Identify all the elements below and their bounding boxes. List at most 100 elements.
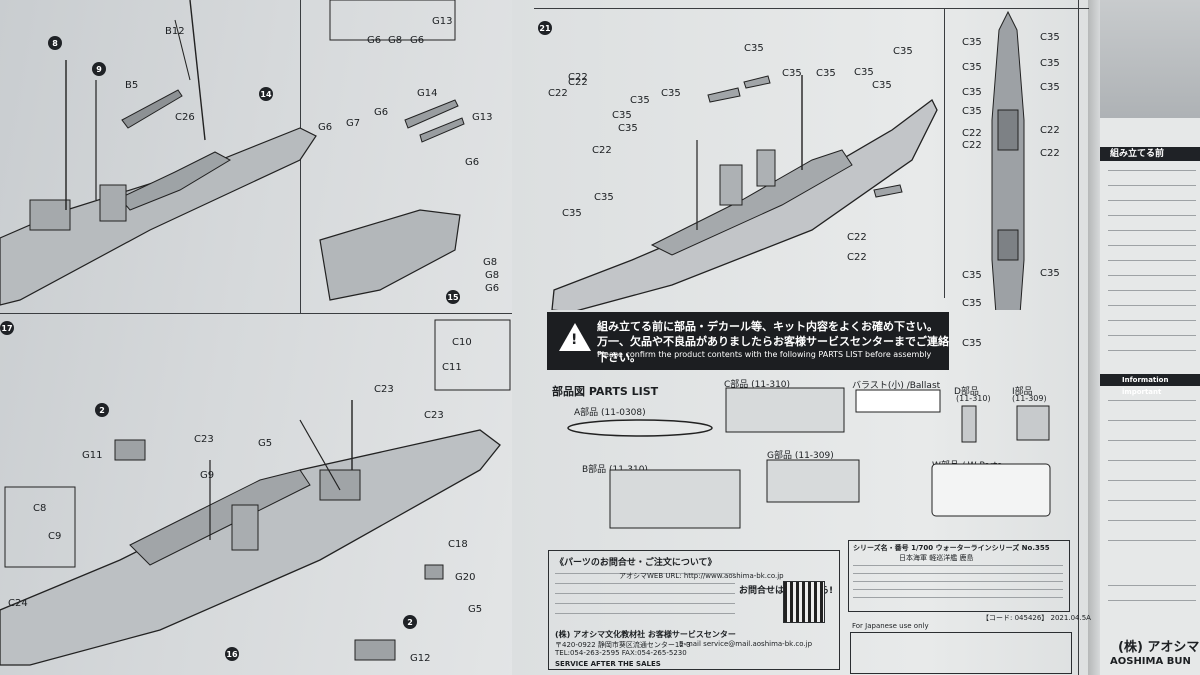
part-label: C23 bbox=[424, 410, 444, 421]
service-email: E-mail service@mail.aoshima-bk.co.jp bbox=[679, 640, 813, 648]
part-label: C35 bbox=[854, 67, 874, 78]
part-label: G20 bbox=[455, 572, 476, 583]
top-view-label: C35 bbox=[962, 298, 982, 309]
series-header: シリーズ名・番号 1/700 ウォーターラインシリーズ No.355 bbox=[853, 544, 1050, 552]
panel-divider bbox=[534, 8, 1089, 9]
part-label: C18 bbox=[448, 539, 468, 550]
top-view-label: C35 bbox=[1040, 268, 1060, 279]
part-label: C35 bbox=[562, 208, 582, 219]
part-label: C35 bbox=[744, 43, 764, 54]
part-label: C35 bbox=[782, 68, 802, 79]
qr-code[interactable] bbox=[783, 581, 825, 623]
exclamation-icon: ! bbox=[571, 332, 578, 348]
part-label: C23 bbox=[194, 434, 214, 445]
service-address: 〒420-0922 静岡市葵区流通センター12-3 bbox=[555, 641, 691, 649]
right-instruction-page: 21 C22 C22 C35 C35 C35 C35 C35 C35 C35 C… bbox=[512, 0, 1200, 675]
part-label: G6 bbox=[374, 107, 389, 118]
step-number-marker: 2 bbox=[403, 615, 417, 629]
part-label: C35 bbox=[594, 192, 614, 203]
step-number-marker: 9 bbox=[92, 62, 106, 76]
step-number-marker: 14 bbox=[259, 87, 273, 101]
part-label: C22 bbox=[847, 252, 867, 263]
top-view-label: C35 bbox=[962, 270, 982, 281]
warning-text: 万一、欠品や不良品がありましたらお客様サービスセンターまでご連絡下さい。 bbox=[597, 335, 949, 364]
step-number-marker: 21 bbox=[538, 21, 552, 35]
top-view-label: C35 bbox=[1040, 82, 1060, 93]
top-view-label: C35 bbox=[962, 106, 982, 117]
part-label: G5 bbox=[258, 438, 273, 449]
panel-divider bbox=[944, 8, 945, 298]
part-label: B12 bbox=[165, 26, 185, 37]
step-number-marker: 17 bbox=[0, 321, 14, 335]
panel-divider bbox=[1078, 0, 1079, 675]
ship-assembly-drawings bbox=[0, 0, 511, 666]
parts-sprue-label: G部品 (11-309) bbox=[767, 451, 834, 461]
top-view-label: C35 bbox=[962, 87, 982, 98]
part-label: G8 bbox=[485, 270, 500, 281]
japan-only-label: For Japanese use only bbox=[852, 622, 929, 630]
part-label: G6 bbox=[318, 122, 333, 133]
warning-text: 組み立てる前に部品・デカール等、キット内容をよくお確め下さい。 bbox=[597, 320, 938, 333]
warning-text-en: Please confirm the product contents with… bbox=[597, 350, 932, 359]
part-label: C11 bbox=[442, 362, 462, 373]
top-view-label: C35 bbox=[1040, 58, 1060, 69]
left-instruction-page: 14 15 16 17 8 9 2 2 B12 B5 C26 G13 G6 G8… bbox=[0, 0, 520, 675]
part-label: G9 bbox=[200, 470, 215, 481]
top-view-label: C35 bbox=[1040, 32, 1060, 43]
order-form-box[interactable] bbox=[850, 632, 1072, 674]
before-assembly-heading: 組み立てる前 bbox=[1100, 147, 1200, 161]
top-view-label: C35 bbox=[962, 62, 982, 73]
product-code: 【コード: 045426】 2021.04.5A bbox=[982, 614, 1091, 622]
service-footer: SERVICE AFTER THE SALES bbox=[555, 660, 661, 668]
part-label: G14 bbox=[417, 88, 438, 99]
parts-check-warning-banner: ! 組み立てる前に部品・デカール等、キット内容をよくお確め下さい。 万一、欠品や… bbox=[547, 312, 949, 370]
panel-divider bbox=[0, 313, 520, 314]
service-company: (株) アオシマ文化教材社 お客様サービスセンター bbox=[555, 630, 736, 639]
part-label: G13 bbox=[432, 16, 453, 27]
service-title: 《パーツのお問合せ・ご注文について》 bbox=[555, 558, 717, 568]
top-view-label: C22 bbox=[1040, 125, 1060, 136]
service-web-url[interactable]: アオシマWEB URL: http://www.aoshima-bk.co.jp bbox=[619, 572, 784, 580]
step-number-marker: 8 bbox=[48, 36, 62, 50]
part-label: B5 bbox=[125, 80, 139, 91]
part-label: C8 bbox=[33, 503, 47, 514]
part-label: C35 bbox=[872, 80, 892, 91]
part-label: C35 bbox=[612, 110, 632, 121]
part-label: C24 bbox=[8, 598, 28, 609]
step-number-marker: 15 bbox=[446, 290, 460, 304]
brand-logo: (株) アオシマ bbox=[1118, 640, 1200, 655]
part-label: C22 bbox=[568, 72, 588, 83]
part-label: C35 bbox=[661, 88, 681, 99]
product-name: 日本海軍 軽巡洋艦 鹿島 bbox=[899, 554, 974, 562]
service-info-box: 《パーツのお問合せ・ご注文について》 アオシマWEB URL: http://w… bbox=[548, 550, 840, 670]
part-label: G6 bbox=[465, 157, 480, 168]
part-label[interactable]: C22 bbox=[568, 77, 588, 88]
top-view-label: C22 bbox=[1040, 148, 1060, 159]
part-label: C22 bbox=[592, 145, 612, 156]
part-label: G6 bbox=[367, 35, 382, 46]
part-label: G11 bbox=[82, 450, 103, 461]
parts-sprue-label: A部品 (11-0308) bbox=[574, 408, 646, 418]
part-label: C23 bbox=[374, 384, 394, 395]
part-label: G8 bbox=[483, 257, 498, 268]
part-label: G6 bbox=[410, 35, 425, 46]
instructions-side-panel: 組み立てる前 Information important (株) アオシマ AO… bbox=[1100, 0, 1200, 675]
sprue-drawings bbox=[567, 387, 1051, 529]
part-label: C35 bbox=[630, 95, 650, 106]
step-number-marker: 16 bbox=[225, 647, 239, 661]
series-price-table: シリーズ名・番号 1/700 ウォーターラインシリーズ No.355 日本海軍 … bbox=[848, 540, 1070, 612]
part-label: C35 bbox=[893, 46, 913, 57]
part-label: G7 bbox=[346, 118, 361, 129]
part-label: C10 bbox=[452, 337, 472, 348]
part-label: C26 bbox=[175, 112, 195, 123]
part-label: G8 bbox=[388, 35, 403, 46]
part-label: C35 bbox=[618, 123, 638, 134]
info-heading: Information important bbox=[1100, 374, 1200, 396]
top-view-label: C35 bbox=[962, 37, 982, 48]
part-label: C35 bbox=[816, 68, 836, 79]
warning-icon bbox=[559, 323, 591, 351]
parts-sprue-label: I部品 bbox=[1012, 387, 1033, 397]
top-view-label: C22 bbox=[962, 128, 982, 139]
top-view-label: C35 bbox=[962, 338, 982, 349]
part-label: G6 bbox=[485, 283, 500, 294]
